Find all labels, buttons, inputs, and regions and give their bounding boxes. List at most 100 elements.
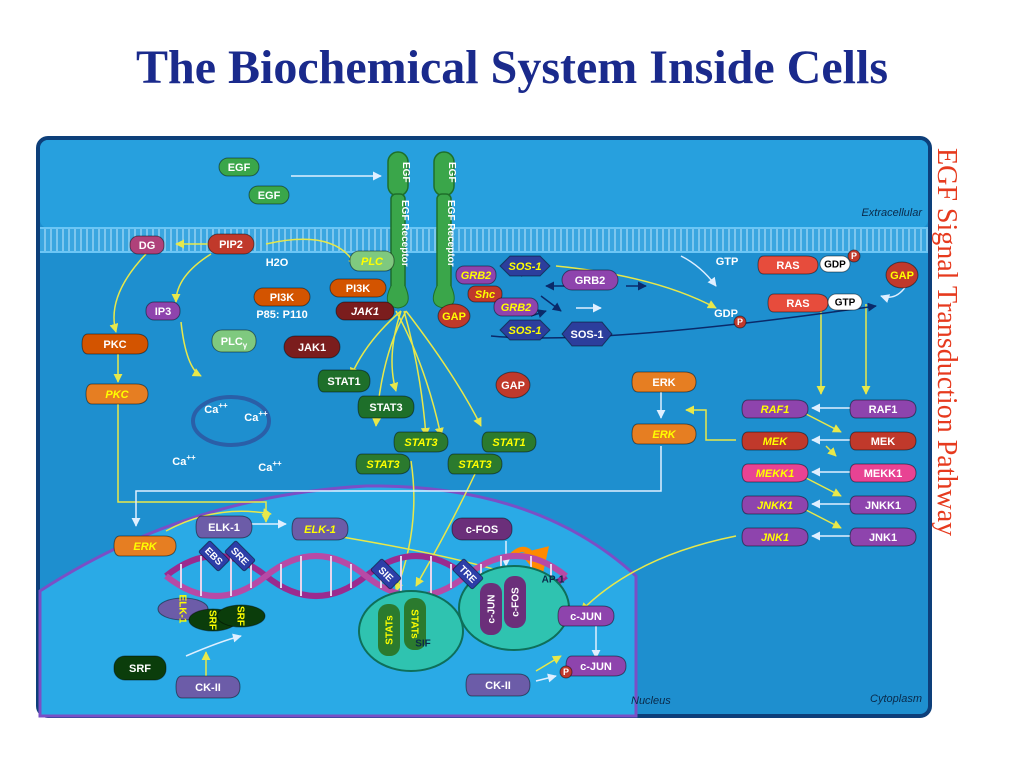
node-mekk1-a: MEKK1 (741, 463, 809, 483)
node-gap1-label: GAP (442, 311, 466, 323)
egf-pathway-diagram: Extracellular Cytoplasm Nucleus (36, 136, 932, 718)
node-erk3-label: ERK (133, 541, 157, 553)
node-raf1-a-label: RAF1 (761, 404, 790, 416)
node-stat1-a: STAT1 (317, 369, 371, 393)
node-grb2-a-label: GRB2 (461, 270, 492, 282)
node-gap1: GAP (437, 303, 471, 329)
node-p1: P (847, 249, 861, 263)
node-plc-y-label: PLC (361, 256, 384, 268)
calcium-charge-label: ++ (218, 401, 228, 410)
node-ck2-b-label: CK-II (485, 680, 511, 692)
node-shc-label: Shc (475, 289, 495, 301)
node-gtp2-label: GTP (835, 298, 856, 309)
node-srf1-label: SRF (129, 663, 151, 675)
node-jnkk1-b: JNKK1 (849, 495, 917, 515)
node-erk1: ERK (631, 371, 697, 393)
node-ip3: IP3 (145, 301, 181, 321)
node-erk2: ERK (631, 423, 697, 445)
node-cfos-b-label: c-FOS (511, 587, 522, 617)
receptor-right-label: EGF Receptor (445, 200, 456, 267)
cytoplasm-label: Cytoplasm (870, 693, 922, 705)
node-ras2-label: RAS (786, 298, 809, 310)
node-gtp1: GTP (716, 256, 739, 268)
node-jnkk1-b-label: JNKK1 (865, 500, 901, 512)
node-h2o-label: H2O (266, 257, 289, 269)
node-stats1-label: STATs (385, 615, 396, 645)
node-gtp1-label: GTP (716, 256, 739, 268)
node-raf1-b: RAF1 (849, 399, 917, 419)
node-sos1-b-label: SOS-1 (508, 325, 541, 337)
receptor-right-top-label: EGF (446, 162, 457, 183)
node-mek-a: MEK (741, 431, 809, 451)
node-cjun-c: c-JUN (487, 595, 498, 624)
node-erk2-label: ERK (652, 429, 676, 441)
receptor-left-top-label: EGF (400, 162, 411, 183)
node-erk3: ERK (113, 535, 177, 557)
node-raf1-b-label: RAF1 (869, 404, 898, 416)
node-p85: P85: P110 (256, 309, 307, 321)
node-pkc1: PKC (81, 333, 149, 355)
node-stat3-a: STAT3 (357, 395, 415, 419)
slide-title: The Biochemical System Inside Cells (136, 41, 888, 94)
node-cjun-a-label: c-JUN (570, 611, 602, 623)
node-pkc2-label: PKC (105, 389, 129, 401)
node-jnk1-a: JNK1 (741, 527, 809, 547)
node-dg-label: DG (139, 240, 156, 252)
node-elk1-c-label: ELK-1 (176, 595, 187, 624)
node-sos1-b: SOS-1 (499, 319, 551, 341)
node-ap1-label: AP-1 (542, 575, 565, 586)
node-gtp2: GTP (827, 293, 863, 311)
node-sos1-a-label: SOS-1 (508, 261, 541, 273)
node-dg: DG (129, 235, 165, 255)
node-stat1-b: STAT1 (481, 431, 537, 453)
node-sie: SIE (370, 558, 402, 590)
node-srf3-label: SRF (234, 606, 245, 626)
node-stat3-b-label: STAT3 (404, 437, 437, 449)
calcium-charge-label: ++ (186, 453, 196, 462)
node-stat1-a-label: STAT1 (327, 376, 360, 388)
node-grb2-c-label: GRB2 (501, 302, 532, 314)
node-egf2-label: EGF (258, 190, 281, 202)
node-elk1-a-label: ELK-1 (208, 522, 240, 534)
node-sif-label: SIF (415, 639, 431, 650)
node-stats1: STATs (385, 615, 396, 645)
gamma-label: γ (243, 341, 248, 350)
node-srf2-label: SRF (206, 610, 217, 630)
node-mek-a-label: MEK (763, 436, 789, 448)
node-pi3k-a: PI3K (329, 278, 387, 298)
node-jnk1-a-label: JNK1 (761, 532, 789, 544)
node-cjun-a: c-JUN (557, 605, 615, 627)
node-elk1-b-label: ELK-1 (304, 524, 336, 536)
node-h2o: H2O (266, 257, 289, 269)
node-p2-label: P (737, 317, 743, 327)
node-ap1: AP-1 (542, 575, 565, 586)
node-stat3-a-label: STAT3 (369, 402, 402, 414)
node-erk1-label: ERK (652, 377, 675, 389)
node-pi3k-a-label: PI3K (346, 283, 371, 295)
node-stat3-c-label: STAT3 (366, 459, 399, 471)
node-srf1: SRF (113, 655, 167, 681)
node-shc: Shc (467, 285, 503, 303)
node-stat3-c: STAT3 (355, 453, 411, 475)
node-gdp1-label: GDP (824, 260, 846, 271)
receptor-left-label: EGF Receptor (399, 200, 410, 267)
node-pkc1-label: PKC (103, 339, 126, 351)
node-jnk1-b-label: JNK1 (869, 532, 897, 544)
egf-receptor-left: EGF EGF Receptor (386, 151, 411, 309)
node-pkc2: PKC (85, 383, 149, 405)
sif-complex (358, 590, 464, 672)
node-ras1-label: RAS (776, 260, 799, 272)
node-p3: P (559, 665, 573, 679)
node-gap2-label: GAP (501, 380, 525, 392)
node-pip2-label: PIP2 (219, 239, 243, 251)
node-gap3-label: GAP (890, 270, 914, 282)
node-p1-label: P (851, 251, 857, 261)
node-stat3-b: STAT3 (393, 431, 449, 453)
node-jak1-a-label: JAK1 (351, 306, 379, 318)
node-sif: SIF (415, 639, 431, 650)
node-ck2-a-label: CK-II (195, 682, 221, 694)
node-sos1-a: SOS-1 (499, 255, 551, 277)
node-p3-label: P (563, 667, 569, 677)
node-grb2-c: GRB2 (493, 297, 539, 317)
